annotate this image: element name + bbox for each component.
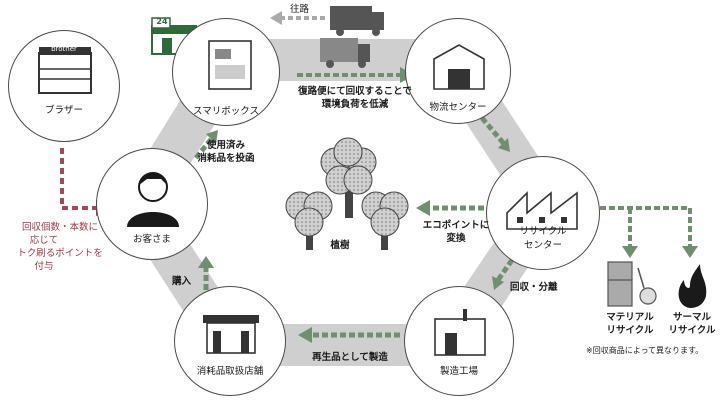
material-label-2: リサイクル (606, 325, 654, 336)
node-store (174, 286, 286, 396)
appliance-icon (607, 261, 657, 307)
points-label-2: 応じて (29, 235, 59, 246)
factory-icon (506, 191, 578, 230)
node-smaribox (172, 18, 280, 126)
points-label-4: 付与 (34, 261, 54, 272)
return-label-2: 環境負荷を低減 (321, 99, 389, 110)
remanufacture-label: 再生品として製造 (312, 352, 388, 363)
points-label-1: 回収個数・本数に (21, 222, 98, 233)
store-sign-24: 24 (156, 17, 168, 26)
node-logistics (405, 18, 511, 124)
return-label-1: 復路便にて回収することで (298, 86, 412, 97)
store-building-icon (38, 47, 92, 94)
deposit-label-1: 使用済み (206, 140, 245, 151)
storefront-icon (203, 315, 259, 354)
node-factory (404, 286, 514, 396)
deposit-label-2: 消耗品を投函 (197, 153, 255, 164)
factory-icon (434, 309, 486, 356)
node-logistics-label: 物流センター (429, 102, 487, 113)
node-customer (96, 148, 208, 260)
outbound-label: 往路 (290, 4, 310, 15)
collection-box-icon (208, 40, 252, 90)
tree-icon (285, 137, 409, 250)
eco-label-2: 変換 (446, 233, 466, 244)
node-customer-label: お客さま (132, 234, 171, 245)
truck-return-icon (320, 38, 370, 68)
node-recycle-label-1: リサイクル (519, 226, 567, 237)
footnote: ※回収商品によって異なります。 (586, 346, 704, 355)
node-smaribox-label: スマリボックス (193, 106, 259, 117)
node-recycle (486, 156, 600, 270)
collect-sort-label: 回収・分離 (510, 282, 558, 293)
material-label-1: マテリアル (606, 312, 654, 323)
purchase-label: 購入 (172, 276, 192, 287)
trees-label: 植樹 (330, 240, 350, 251)
thermal-label-2: リサイクル (668, 325, 716, 336)
person-icon (127, 172, 179, 227)
thermal-label-1: サーマル (672, 312, 711, 323)
eco-label-1: エコポイントに (422, 220, 490, 231)
truck-outbound-icon (330, 6, 384, 36)
brother-sign: brother (51, 45, 77, 53)
node-store-label: 消耗品取扱店舗 (196, 366, 264, 377)
node-factory-label: 製造工場 (439, 366, 478, 377)
node-brother: brother (8, 30, 120, 142)
node-brother-label: ブラザー (44, 105, 83, 116)
warehouse-icon (433, 44, 485, 90)
node-recycle-label-2: センター (523, 240, 562, 251)
points-label-3: トク刷るポイントを (17, 248, 103, 259)
flame-icon (678, 264, 707, 308)
